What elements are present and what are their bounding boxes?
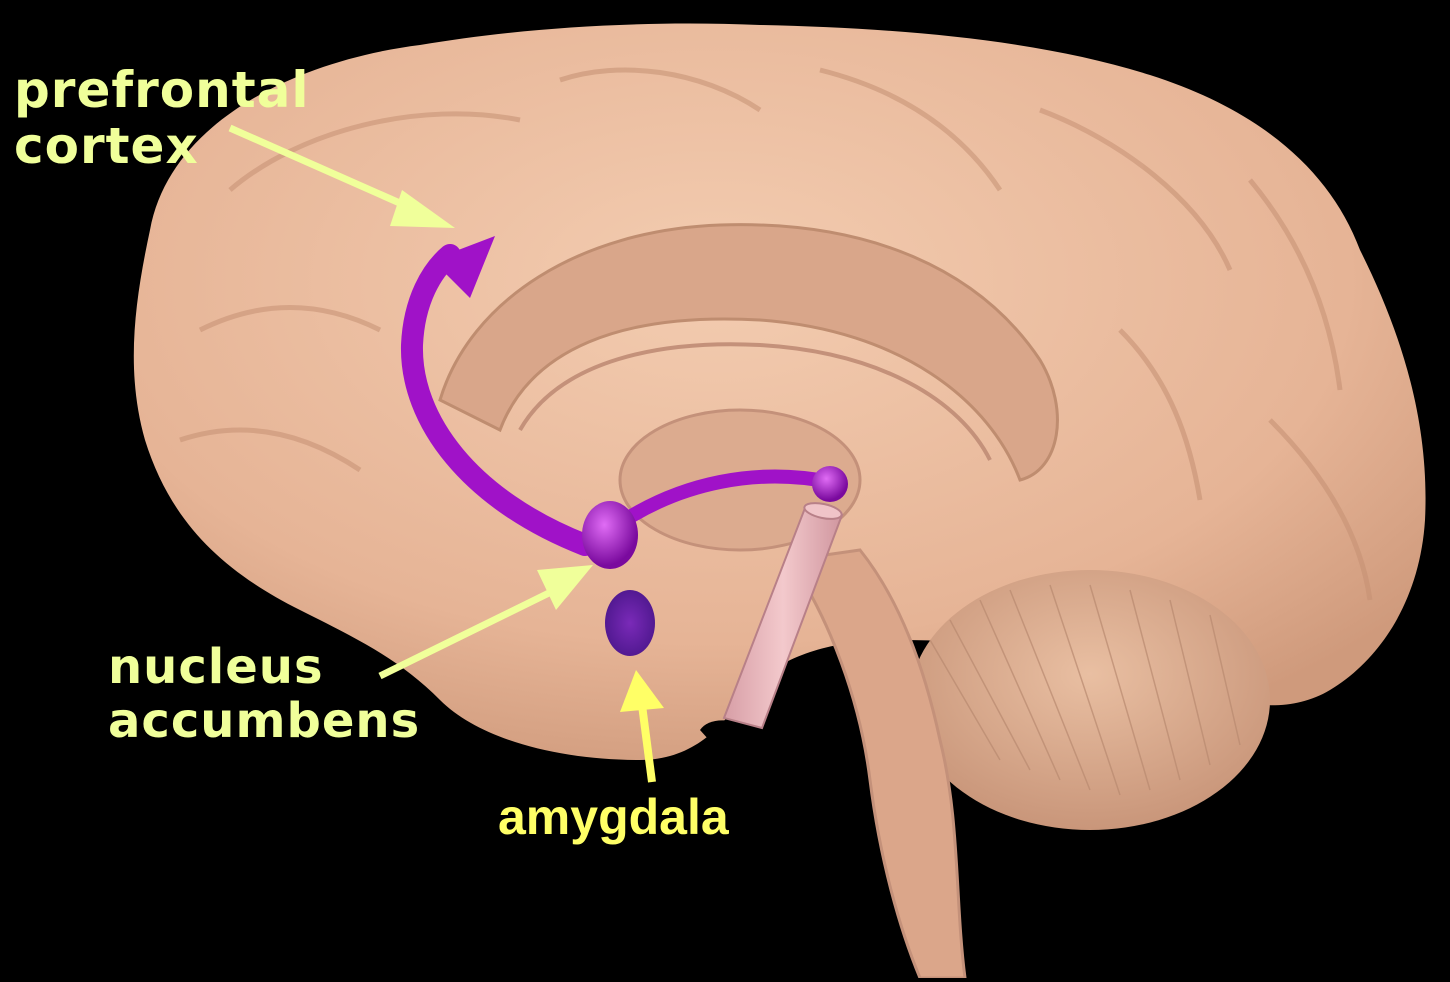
nucleus-label-line2: accumbens xyxy=(108,694,420,748)
prefrontal-label-line1: prefrontal xyxy=(14,62,310,118)
nucleus-accumbens-label: nucleus accumbens xyxy=(108,640,420,748)
amygdala-blob xyxy=(605,590,655,656)
black-notch xyxy=(700,720,800,780)
amygdala-label: amygdala xyxy=(498,792,729,842)
prefrontal-label-line2: cortex xyxy=(14,118,310,174)
nucleus-label-line1: nucleus xyxy=(108,640,420,694)
prefrontal-cortex-label: prefrontal cortex xyxy=(14,62,310,174)
vta-node xyxy=(812,466,848,502)
nucleus-accumbens-node xyxy=(582,501,638,569)
cerebellum xyxy=(910,570,1270,830)
